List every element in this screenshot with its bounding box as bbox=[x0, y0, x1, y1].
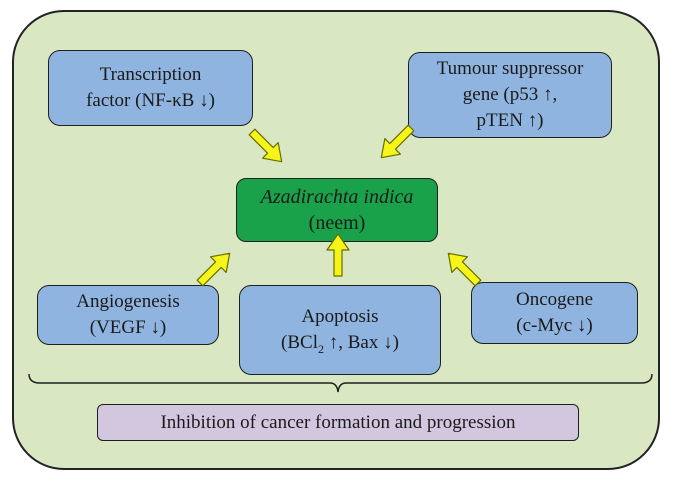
oncogene-line-1: Oncogene bbox=[515, 289, 594, 310]
tumour-line-3: pTEN ↑) bbox=[476, 110, 544, 131]
apoptosis-box: Apoptosis (BCl2 ↑, Bax ↓) bbox=[239, 285, 441, 375]
transcription-line-2: factor (NF-κB ↓) bbox=[86, 90, 215, 111]
tumour-line-1: Tumour suppressor bbox=[436, 58, 584, 79]
transcription-line-1: Transcription bbox=[99, 64, 202, 85]
apoptosis-bcl-subscript: 2 bbox=[318, 341, 324, 356]
apoptosis-bax-text: ↑, Bax ↓) bbox=[324, 332, 399, 353]
arrow-to-transcription bbox=[243, 123, 291, 171]
angiogenesis-line-1: Angiogenesis bbox=[76, 291, 180, 312]
neem-center-box: Azadirachta indica (neem) bbox=[236, 178, 438, 242]
tumour-line-2: gene (p53 ↑, bbox=[462, 84, 558, 105]
angiogenesis-box: Angiogenesis (VEGF ↓) bbox=[37, 285, 219, 345]
arrow-to-oncogene bbox=[439, 244, 487, 292]
oncogene-box: Oncogene (c-Myc ↓) bbox=[471, 282, 638, 344]
arrow-to-apoptosis bbox=[326, 233, 350, 277]
apoptosis-line-2: (BCl2 ↑, Bax ↓) bbox=[281, 330, 399, 356]
apoptosis-line-1: Apoptosis bbox=[301, 306, 379, 327]
arrow-to-tumour-suppressor bbox=[372, 119, 420, 167]
grouping-brace bbox=[28, 373, 653, 393]
oncogene-line-2: (c-Myc ↓) bbox=[516, 315, 593, 336]
apoptosis-bcl-text: (BCl bbox=[281, 332, 318, 353]
arrow-to-angiogenesis bbox=[191, 244, 239, 292]
angiogenesis-line-2: (VEGF ↓) bbox=[89, 317, 167, 338]
neem-common-name: (neem) bbox=[308, 212, 366, 234]
transcription-factor-box: Transcription factor (NF-κB ↓) bbox=[48, 50, 253, 126]
outcome-box: Inhibition of cancer formation and progr… bbox=[97, 404, 579, 441]
neem-scientific-name: Azadirachta indica bbox=[260, 186, 414, 208]
tumour-suppressor-box: Tumour suppressor gene (p53 ↑, pTEN ↑) bbox=[408, 52, 612, 138]
